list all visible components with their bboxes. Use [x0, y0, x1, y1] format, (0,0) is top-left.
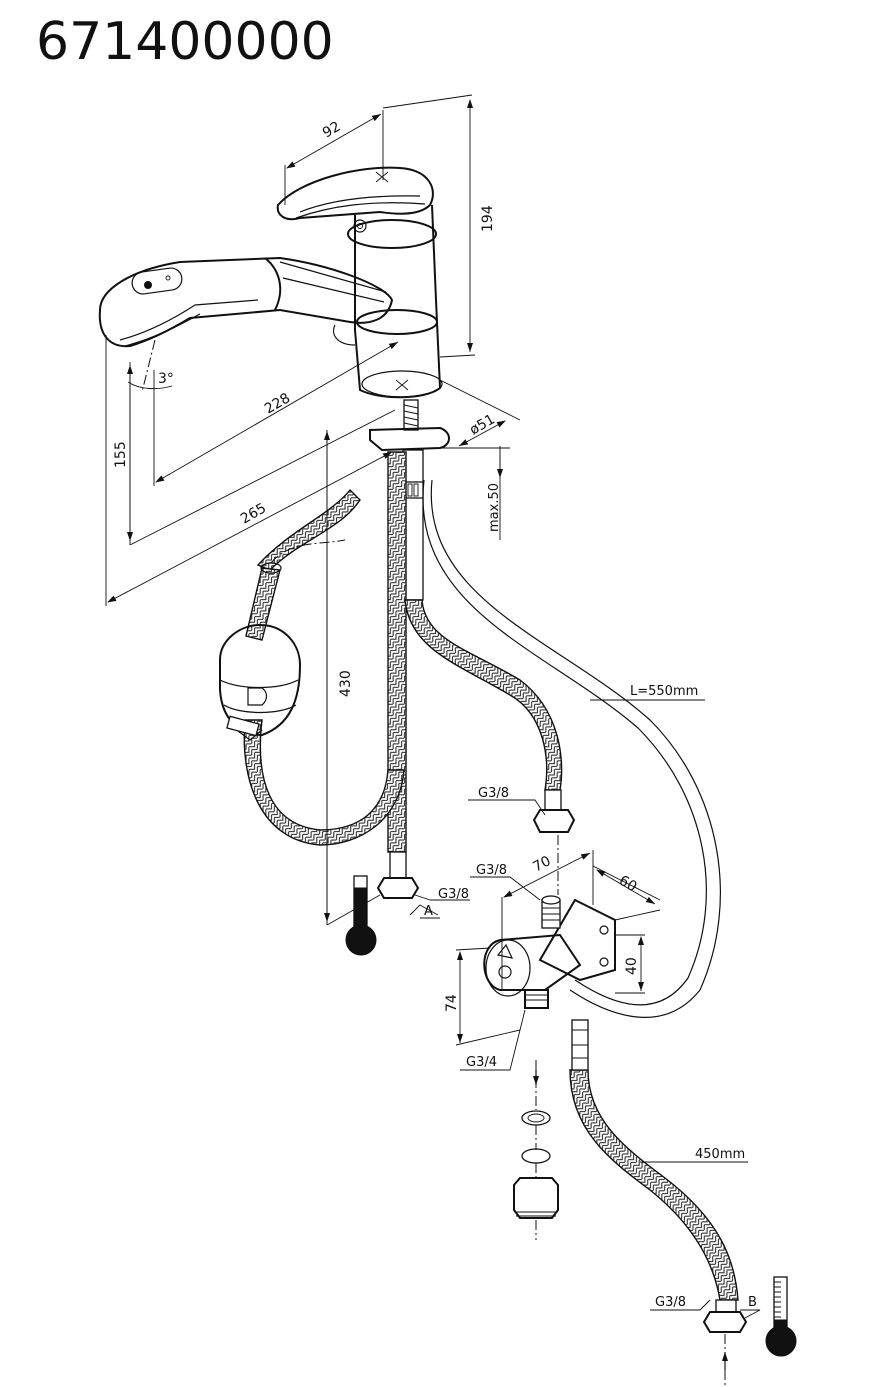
dim-overall-reach: 265 — [238, 500, 269, 527]
fittings — [376, 789, 748, 1385]
dim-supply-hose-length: 450mm — [695, 1147, 745, 1162]
thread-valve-bottom: G3/4 — [466, 1055, 497, 1070]
dim-spout-reach: 228 — [262, 390, 293, 417]
dim-valve-bracket-height: 40 — [624, 957, 640, 975]
label-hot-connection: A — [424, 904, 433, 919]
hot-thermometer-icon — [345, 875, 377, 956]
dim-spout-tilt: 3° — [158, 371, 174, 387]
label-cold-connection: B — [748, 1295, 757, 1310]
valve-block — [483, 895, 616, 1009]
pullout-hose-segment — [256, 488, 361, 571]
thread-cold-inlet: G3/8 — [655, 1295, 686, 1310]
faucet-body — [98, 166, 450, 601]
thread-valve-hose: G3/8 — [478, 786, 509, 801]
thread-hot-inlet: G3/8 — [438, 887, 469, 902]
dim-base-diameter: ø51 — [467, 411, 498, 438]
dim-pullout-hose-length: L=550mm — [630, 684, 698, 699]
dimension-lines — [105, 94, 761, 1319]
pullout-hose-loop — [243, 719, 405, 846]
thread-valve-top: G3/8 — [476, 863, 507, 878]
dim-valve-width: 70 — [530, 853, 553, 875]
cold-supply-hose — [569, 1069, 739, 1301]
dim-lever-length: 92 — [320, 119, 343, 142]
dim-total-height: 194 — [480, 205, 496, 232]
model-number-title: 671400000 — [36, 12, 334, 72]
dim-valve-depth: 60 — [616, 873, 639, 896]
dim-valve-height: 74 — [444, 994, 460, 1012]
dim-connector-length: 430 — [338, 670, 354, 697]
dim-max-countertop: max.50 — [487, 483, 502, 532]
valve-hose — [404, 599, 563, 791]
pullout-hose-top — [245, 567, 281, 641]
cold-thermometer-icon — [765, 1276, 797, 1357]
dim-spout-height: 155 — [113, 441, 129, 468]
